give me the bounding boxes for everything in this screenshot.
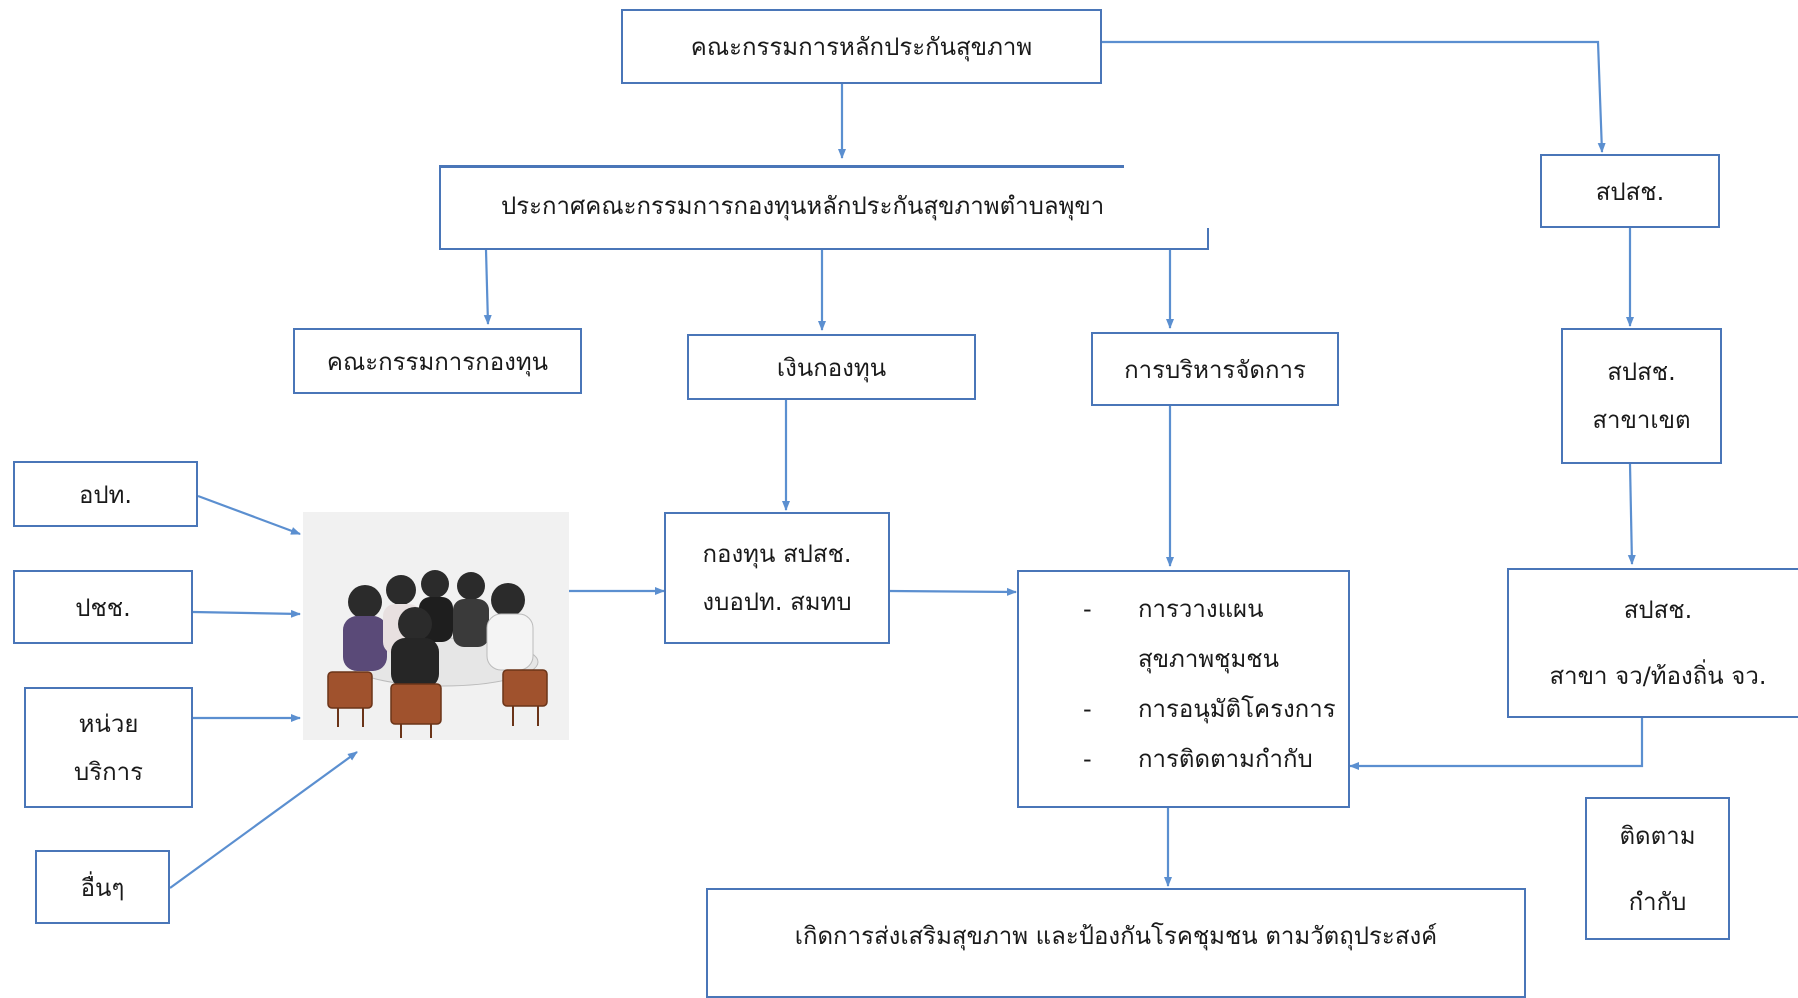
node-label: เกิดการส่งเสริมสุขภาพ และป้องกันโรคชุมชน… — [794, 922, 1438, 950]
node-label: อื่นๆ — [80, 873, 125, 902]
node-fund-committee: คณะกรรมการกองทุน — [293, 328, 582, 394]
meeting-group-illustration — [303, 512, 569, 740]
arrow-province-to-activities — [1349, 718, 1644, 770]
node-label: อปท. — [78, 480, 133, 509]
node-activities: - การวางแผน สุขภาพชุมชน - การอนุมัติโครง… — [1017, 570, 1350, 808]
node-service-unit: หน่วย บริการ — [24, 687, 193, 808]
node-others: อื่นๆ — [35, 850, 170, 924]
node-label-line1: สปสช. — [1623, 596, 1693, 624]
node-label-line2: บริการ — [73, 757, 144, 786]
node-label-line1: กองทุน สปสช. — [702, 540, 852, 568]
node-shs-province: สปสช. สาขา จว/ท้องถิ่น จว. — [1507, 568, 1798, 718]
arrow-localadmin-to-image — [197, 494, 301, 536]
node-label: คณะกรรมการหลักประกันสุขภาพ — [690, 33, 1033, 61]
node-label-line1: ติดตาม — [1619, 821, 1696, 850]
node-health-security-board: คณะกรรมการหลักประกันสุขภาพ — [621, 9, 1102, 84]
node-label-line2: สาขา จว/ท้องถิ่น จว. — [1549, 662, 1767, 690]
node-fund-money: เงินกองทุน — [687, 334, 976, 400]
activity-item: - การติดตามกำกับ — [1083, 734, 1336, 784]
node-label-line1: สปสช. — [1607, 358, 1676, 386]
arrow-board-to-shs — [1102, 40, 1606, 153]
activities-list: - การวางแผน สุขภาพชุมชน - การอนุมัติโครง… — [1083, 584, 1336, 784]
node-label: สปสช. — [1595, 177, 1665, 206]
node-label: ปชช. — [75, 593, 131, 622]
bullet-dash: - — [1083, 595, 1092, 623]
node-outcome: เกิดการส่งเสริมสุขภาพ และป้องกันโรคชุมชน… — [706, 888, 1526, 998]
activity-text: การอนุมัติโครงการ — [1138, 695, 1336, 723]
arrow-others-to-image — [169, 751, 358, 889]
people-around-table-icon — [327, 570, 548, 738]
node-label-line2: สาขาเขต — [1592, 406, 1691, 434]
announcement-top-border — [438, 165, 1124, 168]
activity-item: - การอนุมัติโครงการ — [1083, 684, 1336, 734]
node-monitor: ติดตาม กำกับ — [1585, 797, 1730, 940]
node-label-line2: กำกับ — [1628, 887, 1687, 916]
node-label-line1: หน่วย — [78, 709, 139, 738]
activity-text: การติดตามกำกับ — [1138, 745, 1313, 773]
bullet-dash: - — [1083, 695, 1092, 723]
node-label: เงินกองทุน — [776, 353, 887, 382]
node-shs-region: สปสช. สาขาเขต — [1561, 328, 1722, 464]
announcement-right-stub — [1206, 228, 1209, 248]
node-announcement: ประกาศคณะกรรมการกองทุนหลักประกันสุขภาพตำ… — [438, 165, 1209, 250]
node-label: ประกาศคณะกรรมการกองทุนหลักประกันสุขภาพตำ… — [501, 191, 1105, 220]
arrow-citizens-to-image — [192, 609, 301, 618]
node-shs: สปสช. — [1540, 154, 1720, 228]
activity-text-cont: สุขภาพชุมชน — [1138, 645, 1279, 673]
node-label: คณะกรรมการกองทุน — [326, 347, 549, 376]
arrow-announcement-to-committee — [483, 249, 492, 325]
arrow-region-to-province — [1627, 463, 1636, 565]
activity-text: การวางแผน — [1138, 595, 1264, 623]
node-label: การบริหารจัดการ — [1124, 355, 1306, 384]
node-citizens: ปชช. — [13, 570, 193, 644]
node-fund-sources: กองทุน สปสช. งบอปท. สมทบ — [664, 512, 890, 644]
announcement-text-clip: ประกาศคณะกรรมการกองทุนหลักประกันสุขภาพตำ… — [501, 165, 1124, 245]
arrow-fund-to-activities — [889, 587, 1017, 596]
node-management: การบริหารจัดการ — [1091, 332, 1339, 406]
bullet-dash: - — [1083, 745, 1092, 773]
node-local-admin: อปท. — [13, 461, 198, 527]
activity-item: - การวางแผน สุขภาพชุมชน — [1083, 584, 1336, 684]
node-label-line2: งบอปท. สมทบ — [702, 588, 852, 616]
